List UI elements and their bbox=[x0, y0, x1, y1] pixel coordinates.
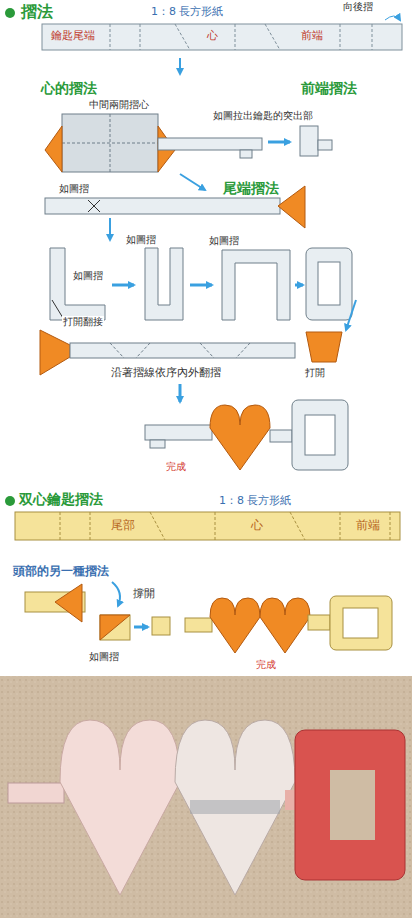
strip-label: 前端 bbox=[300, 30, 324, 43]
paper-strip: 鑰匙尾端 心 前端 bbox=[42, 24, 402, 50]
paper-ratio: 1：8 長方形紙 bbox=[218, 495, 293, 508]
step-heading: 心的摺法 bbox=[40, 80, 98, 96]
done-label: 完成 bbox=[255, 659, 277, 671]
strip-label: 尾部 bbox=[110, 519, 136, 533]
section-heading: 摺法 bbox=[20, 3, 54, 21]
fold-note: 如圖摺 bbox=[208, 235, 240, 247]
fold-note: 如圖摺 bbox=[72, 270, 104, 282]
step-heading: 前端摺法 bbox=[300, 80, 358, 96]
step-heading: 頭部的另一種摺法 bbox=[12, 565, 110, 579]
fold-note: 如圖摺 bbox=[125, 234, 157, 246]
fold-note: 如圖摺 bbox=[58, 183, 90, 195]
fold-note: 如圖拉出鑰匙的突出部 bbox=[212, 110, 314, 122]
strip-label: 心 bbox=[250, 519, 264, 533]
fold-note: 打開翻接 bbox=[62, 316, 104, 328]
strip-label: 鑰匙尾端 bbox=[50, 30, 96, 43]
fold-note: 沿著摺線依序內外翻摺 bbox=[110, 367, 222, 380]
step-heading: 尾端摺法 bbox=[222, 180, 280, 196]
fold-note: 打開 bbox=[304, 367, 326, 379]
strip-label: 心 bbox=[206, 30, 219, 43]
paper-ratio: 1：8 長方形紙 bbox=[150, 6, 225, 19]
strip-label: 前端 bbox=[355, 519, 381, 533]
done-label: 完成 bbox=[165, 461, 187, 473]
fold-note: 撐開 bbox=[132, 588, 156, 601]
fold-note: 如圖摺 bbox=[88, 651, 120, 663]
paper-strip: 尾部 心 前端 bbox=[15, 512, 400, 540]
fold-note: 中間兩開摺心 bbox=[88, 99, 150, 111]
section-heading: 双心鑰匙摺法 bbox=[18, 491, 104, 507]
fold-note: 向後摺 bbox=[342, 1, 374, 13]
